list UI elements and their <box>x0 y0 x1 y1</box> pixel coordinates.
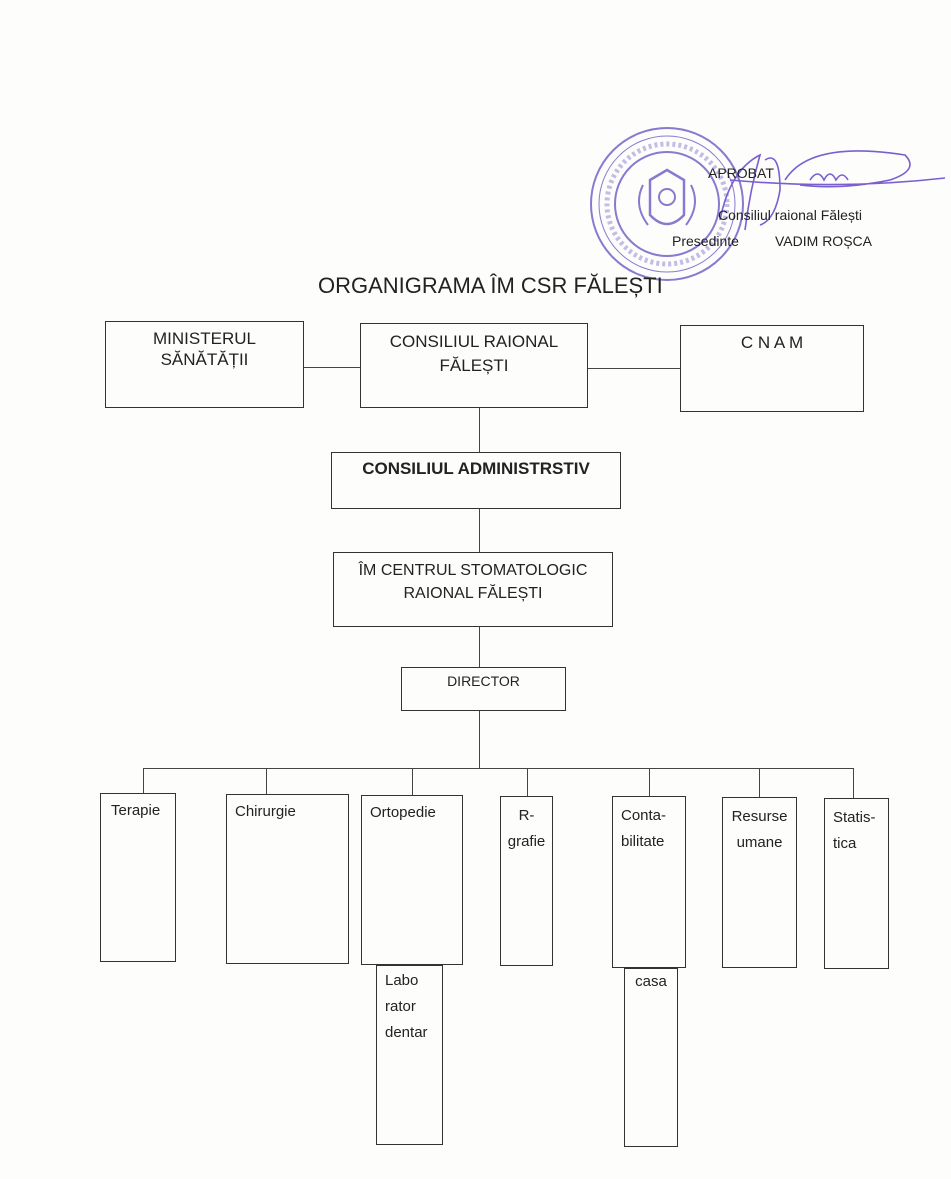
signature <box>719 150 946 231</box>
connector <box>479 509 480 552</box>
connector <box>649 768 650 796</box>
laboratory-line: Labo <box>385 972 419 989</box>
approval-label: APROBAT <box>708 165 774 181</box>
ministry-line-2: SĂNĂTĂȚII <box>160 350 249 369</box>
department-accounting: Conta- bilitate <box>612 796 686 968</box>
council-line-1: CONSILIUL RAIONAL <box>389 332 559 351</box>
connector <box>527 768 528 796</box>
approval-name: VADIM ROȘCA <box>775 233 872 249</box>
connector <box>412 768 413 795</box>
official-stamp <box>590 127 744 281</box>
connector <box>588 368 680 369</box>
center-line-2: RAIONAL FĂLEȘTI <box>403 585 543 602</box>
cnam-box: C N A M <box>680 325 864 412</box>
ministry-box: MINISTERUL SĂNĂTĂȚII <box>105 321 304 408</box>
department-statistics: Statis- tica <box>824 798 889 969</box>
department-therapy: Terapie <box>100 793 176 962</box>
admin-council-label: CONSILIUL ADMINISTRSTIV <box>362 459 590 478</box>
department-label: umane <box>736 834 783 851</box>
district-council-box: CONSILIUL RAIONAL FĂLEȘTI <box>360 323 588 408</box>
connector <box>853 768 854 798</box>
dental-laboratory-box: Labo rator dentar <box>376 965 443 1145</box>
cash-label: casa <box>635 973 667 990</box>
connector <box>304 367 360 368</box>
department-bus-line <box>143 768 853 769</box>
connector <box>759 768 760 797</box>
department-label: Resurse <box>731 808 788 825</box>
connector <box>479 627 480 667</box>
department-label: Ortopedie <box>370 804 436 821</box>
center-line-1: ÎM CENTRUL STOMATOLOGIC <box>358 562 588 579</box>
department-orthopedics: Ortopedie <box>361 795 463 965</box>
connector <box>479 408 480 452</box>
ministry-line-1: MINISTERUL <box>153 329 256 348</box>
laboratory-line: rator <box>385 998 416 1015</box>
connector <box>143 768 144 793</box>
approval-position: Presedinte <box>672 233 739 249</box>
council-line-2: FĂLEȘTI <box>439 356 509 375</box>
center-box: ÎM CENTRUL STOMATOLOGIC RAIONAL FĂLEȘTI <box>333 552 613 627</box>
department-label: Chirurgie <box>235 803 296 820</box>
department-human-resources: Resurse umane <box>722 797 797 968</box>
director-box: DIRECTOR <box>401 667 566 711</box>
department-label: bilitate <box>621 833 665 850</box>
department-label: Conta- <box>621 807 667 824</box>
department-label: Terapie <box>111 802 161 819</box>
department-label: grafie <box>507 833 546 850</box>
department-label: tica <box>833 835 857 852</box>
cash-office-box: casa <box>624 968 678 1147</box>
department-surgery: Chirurgie <box>226 794 349 964</box>
connector <box>266 768 267 794</box>
department-label: Statis- <box>833 809 876 826</box>
department-radiography: R- grafie <box>500 796 553 966</box>
connector <box>479 711 480 769</box>
director-label: DIRECTOR <box>447 673 520 689</box>
page-title: ORGANIGRAMA ÎM CSR FĂLEȘTI <box>318 273 663 298</box>
laboratory-line: dentar <box>385 1024 428 1041</box>
admin-council-box: CONSILIUL ADMINISTRSTIV <box>331 452 621 509</box>
cnam-label: C N A M <box>740 333 804 352</box>
approval-institution: Consiliul raional Fălești <box>718 207 862 223</box>
department-label: R- <box>518 807 535 824</box>
